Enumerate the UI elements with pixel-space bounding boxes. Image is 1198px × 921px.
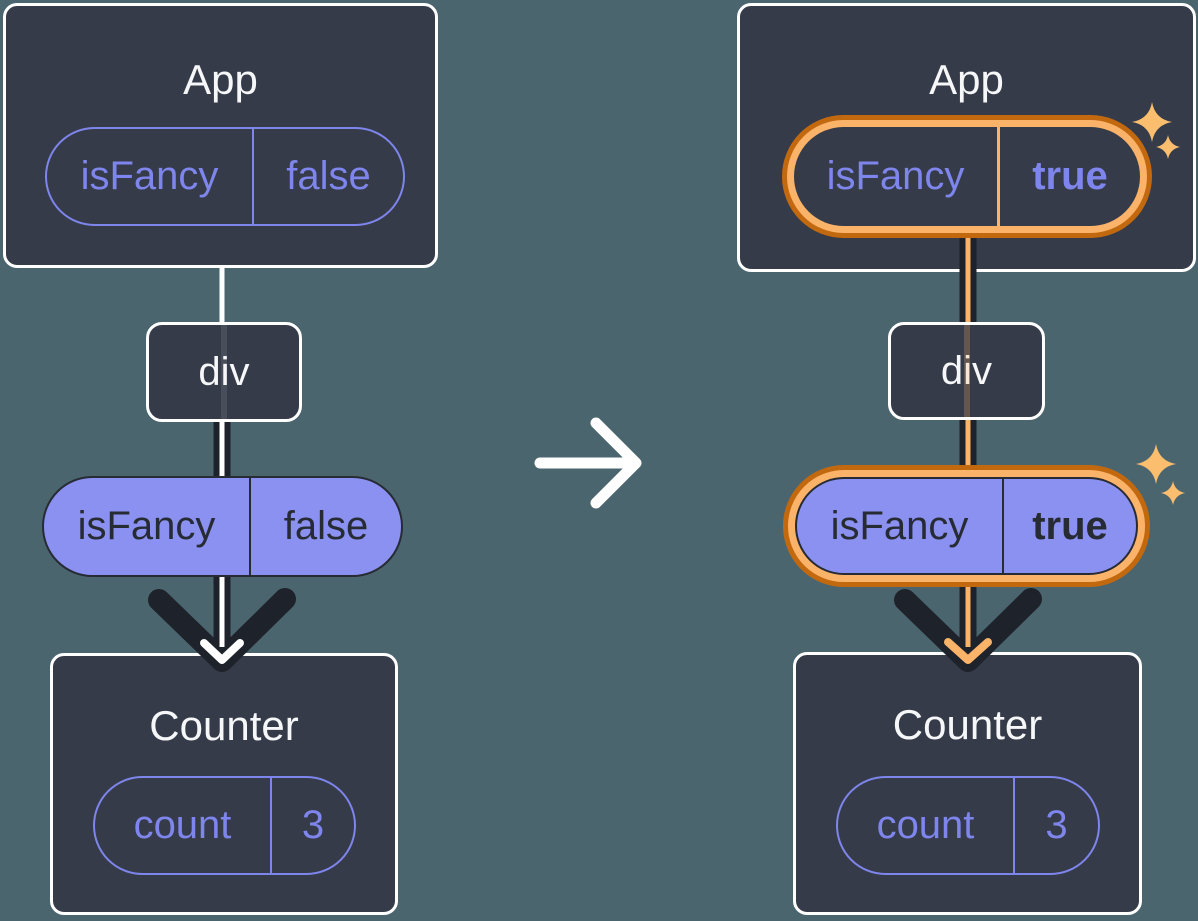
sparkle-icon-small-top — [1156, 135, 1180, 159]
prop-key: isFancy — [830, 503, 969, 548]
counter-title-before: Counter — [149, 702, 299, 749]
state-key-cell: count — [838, 778, 1013, 873]
state-key-cell: isFancy — [794, 127, 997, 226]
counter-title-after: Counter — [892, 701, 1043, 748]
counter-box-before: Counter count 3 — [50, 653, 398, 915]
state-key-cell: isFancy — [47, 129, 252, 224]
down-arrowhead-white — [200, 639, 244, 664]
state-pill-after-app: isFancy true — [794, 127, 1140, 226]
div-label-after: div — [940, 348, 993, 393]
prop-value-cell: false — [249, 478, 401, 575]
state-value-cell: false — [252, 129, 403, 224]
state-key-cell: count — [95, 778, 270, 873]
state-value: true — [1032, 154, 1108, 198]
state-value-cell: true — [997, 127, 1140, 226]
prop-value: false — [283, 504, 369, 548]
state-pill-before-app: isFancy false — [45, 127, 405, 226]
div-label-before: div — [198, 349, 250, 394]
state-value: 3 — [1045, 803, 1068, 847]
div-box-after: div — [888, 322, 1045, 420]
state-key: isFancy — [826, 154, 965, 198]
prop-value: true — [1032, 503, 1108, 548]
state-key: count — [876, 803, 975, 847]
prop-key-cell: isFancy — [797, 479, 1002, 573]
prop-pill-after: isFancy true — [795, 477, 1138, 575]
prop-key-cell: isFancy — [44, 478, 249, 575]
app-box-before: App isFancy false — [3, 3, 438, 268]
sparkle-icon-large-bottom — [1136, 444, 1176, 484]
highlighted-prop-pill-after: isFancy true — [783, 465, 1150, 587]
state-pill-after-counter: count 3 — [836, 776, 1100, 875]
state-value: 3 — [301, 803, 325, 847]
state-value: false — [286, 154, 371, 198]
transition-right-arrow-icon — [534, 417, 642, 509]
state-key: isFancy — [80, 154, 219, 198]
state-value-cell: 3 — [270, 778, 354, 873]
app-title-before: App — [183, 56, 258, 103]
app-title-after: App — [929, 56, 1004, 103]
prop-key: isFancy — [77, 504, 216, 548]
right-arrowhead — [590, 417, 642, 509]
down-arrowhead-orange — [944, 638, 992, 664]
state-value-cell: 3 — [1013, 778, 1098, 873]
highlighted-state-pill-after-app: isFancy true — [782, 115, 1152, 238]
prop-pill-before: isFancy false — [42, 476, 403, 577]
counter-box-after: Counter count 3 — [793, 652, 1142, 915]
state-pill-before-counter: count 3 — [93, 776, 356, 875]
sparkle-icon-large-top — [1132, 102, 1172, 142]
state-key: count — [133, 803, 232, 847]
prop-value-cell: true — [1002, 479, 1136, 573]
line-through-div-after — [963, 325, 970, 417]
line-through-div-before — [221, 325, 227, 419]
div-box-before: div — [146, 322, 302, 422]
sparkle-icon-small-bottom — [1161, 481, 1185, 505]
